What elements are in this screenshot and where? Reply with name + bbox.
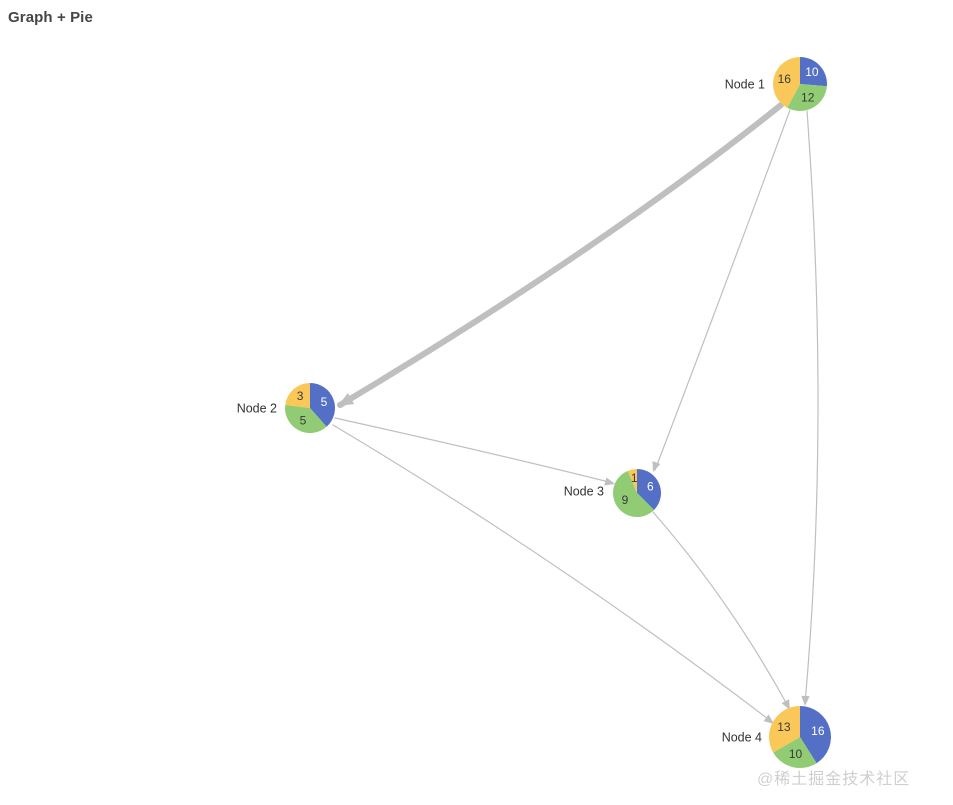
pie-slice-green[interactable] xyxy=(787,84,827,112)
pie-slice-blue[interactable] xyxy=(800,57,827,87)
pie-slice-yellow[interactable] xyxy=(285,383,310,408)
pie-slice-green[interactable] xyxy=(773,737,817,768)
chart-title: Graph + Pie xyxy=(8,9,93,26)
pie-slice-yellow[interactable] xyxy=(627,469,637,493)
edge-path xyxy=(654,109,791,471)
pie-slice-blue[interactable] xyxy=(637,469,661,510)
pie-slice-yellow[interactable] xyxy=(769,706,800,753)
edge-path xyxy=(334,417,614,484)
edges-layer xyxy=(332,102,819,724)
pie-slice-green[interactable] xyxy=(285,404,327,433)
edge-arrowhead-icon xyxy=(763,714,774,724)
node-label: Node 4 xyxy=(722,730,762,744)
edge-arrowhead-icon xyxy=(801,695,810,706)
edge-path xyxy=(652,511,790,709)
pie-slice-yellow[interactable] xyxy=(773,57,800,108)
edge-arrowhead-icon xyxy=(652,461,661,472)
edge-arrowhead-icon xyxy=(781,699,790,710)
graph-edge[interactable] xyxy=(801,110,819,706)
graph-edge[interactable] xyxy=(334,417,615,486)
graph-edge[interactable] xyxy=(332,424,774,724)
pie-slice-blue[interactable] xyxy=(800,706,831,764)
node-label: Node 1 xyxy=(725,77,765,91)
graph-edge[interactable] xyxy=(652,109,791,472)
pie-slice-green[interactable] xyxy=(612,470,654,517)
graph-edge[interactable] xyxy=(652,511,790,710)
node-label: Node 3 xyxy=(564,484,604,498)
edge-path xyxy=(337,102,784,408)
watermark: @稀土掘金技术社区 xyxy=(757,771,911,788)
graph-edge[interactable] xyxy=(337,102,784,408)
edge-arrowhead-icon xyxy=(338,393,355,406)
edge-arrowhead-icon xyxy=(604,477,615,486)
node-label: Node 2 xyxy=(237,401,277,415)
edge-path xyxy=(332,424,773,723)
pie-slice-blue[interactable] xyxy=(310,383,335,427)
edge-path xyxy=(804,110,819,705)
